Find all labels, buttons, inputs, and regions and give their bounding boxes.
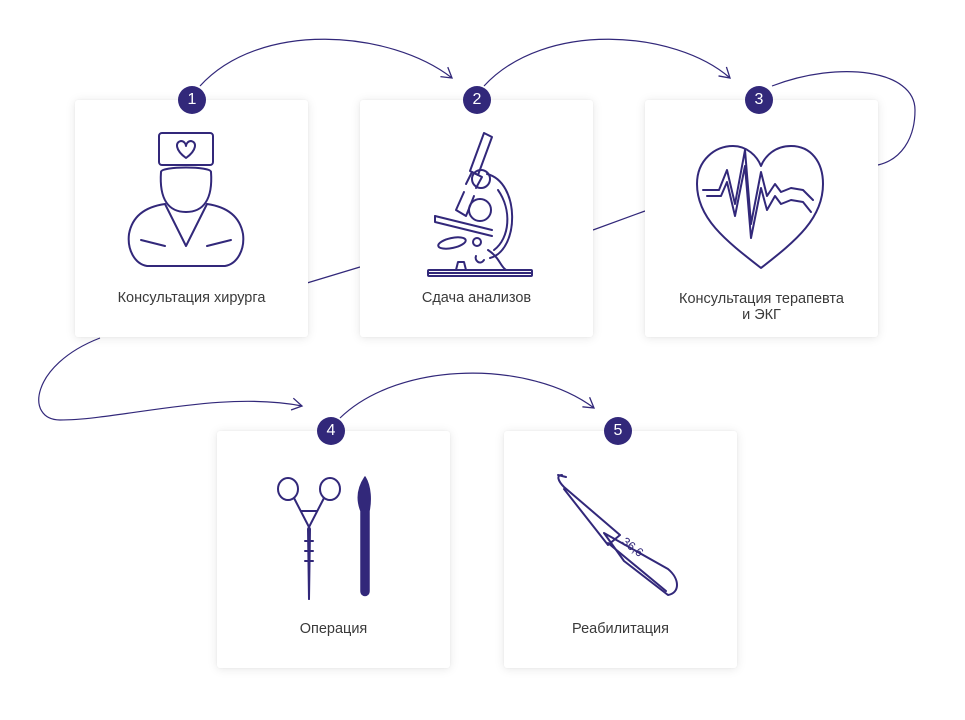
step-card-2: 2 Сдача анализов [360, 86, 593, 337]
step-label: Консультация хирурга [117, 290, 266, 306]
arrow-1-to-2 [199, 38, 453, 87]
surgeon-icon [127, 132, 245, 267]
step-card-1: 1 Консультация хирурга [75, 86, 308, 337]
arrow-2-to-3 [483, 38, 731, 87]
arrow-3-to-4-end [38, 337, 304, 421]
step-number-badge: 4 [317, 417, 345, 445]
step-label: Операция [299, 621, 368, 637]
step-number-badge: 1 [178, 86, 206, 114]
arrow-3-to-4-mid [592, 210, 646, 231]
surgical-instruments-icon [277, 476, 371, 600]
step-number-badge: 3 [745, 86, 773, 114]
step-card-4: 4 Операция [217, 417, 450, 668]
arrow-3-to-4-start [771, 71, 916, 166]
arrow-4-to-5 [339, 372, 596, 419]
step-label: Консультация терапевта и ЭКГ [679, 291, 844, 323]
step-number-badge: 5 [604, 417, 632, 445]
step-label: Сдача анализов [421, 290, 532, 306]
microscope-icon [427, 132, 533, 277]
step-card-3: 3 Консультация терапевта и ЭКГ [645, 86, 878, 337]
heart-ecg-icon [696, 145, 824, 269]
step-label: Реабилитация [572, 621, 669, 637]
step-number-badge: 2 [463, 86, 491, 114]
step-card-5: 36,6 5 Реабилитация [504, 417, 737, 668]
arrow-3-to-4-low [306, 266, 361, 284]
thermometer-icon: 36,6 [557, 474, 678, 596]
